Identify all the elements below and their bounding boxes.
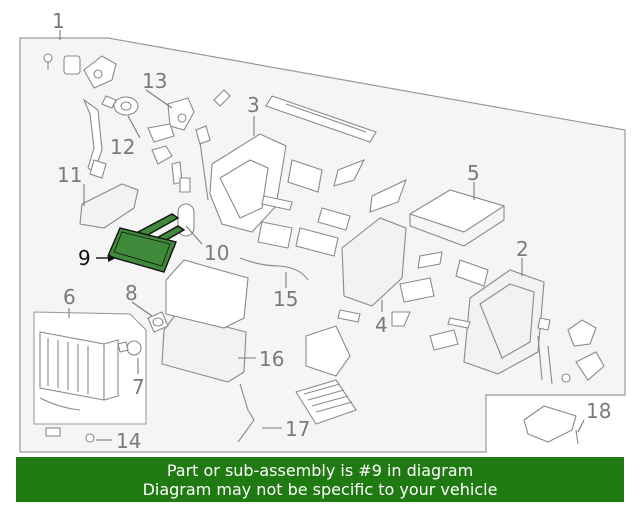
evaporator-part-6 [39,331,119,401]
callout-2: 2 [516,237,529,261]
right-small-parts [537,317,605,385]
callout-3: 3 [247,93,260,117]
callout-11: 11 [57,163,82,187]
leader-line-9 [96,254,116,262]
callout-14: 14 [116,429,141,453]
info-banner: Part or sub-assembly is #9 in diagram Di… [16,457,624,502]
filter-cover-part-5 [408,189,506,247]
lower-center-parts [305,309,471,377]
expansion-valve-part-7 [117,340,142,356]
callout-10: 10 [204,241,229,265]
callout-6: 6 [63,285,76,309]
callout-5: 5 [467,161,480,185]
drain-hose-part-17 [237,383,255,443]
callout-16: 16 [259,347,284,371]
mode-door-strip [265,95,377,143]
lower-case-part-16 [161,259,249,383]
callout-7: 7 [132,375,145,399]
hose-part-15 [239,257,309,281]
case-part-4 [341,217,489,307]
filter-part [295,379,357,425]
callout-13: 13 [142,69,167,93]
callout-8: 8 [125,281,138,305]
callout-4: 4 [375,313,388,337]
center-ducts [257,158,407,257]
callout-15: 15 [273,287,298,311]
grommet-part-8 [147,311,169,333]
callout-17: 17 [285,417,310,441]
small-parts [89,141,209,201]
screw-part [43,53,53,70]
banner-line-disclaimer: Diagram may not be specific to your vehi… [142,480,498,499]
callout-1: 1 [52,9,65,33]
heater-core-part-9 [107,213,186,273]
bracket-part-18 [523,405,579,445]
callout-9: 9 [78,246,91,270]
leader-lines [59,30,585,441]
duct-part-11 [79,183,139,229]
linkage-parts [82,89,231,173]
callout-18: 18 [586,399,611,423]
sensor-part-14 [39,397,95,443]
banner-line-part: Part or sub-assembly is #9 in diagram [166,461,474,480]
blower-housing-part-2 [463,269,545,375]
case-part-3 [209,133,287,233]
actuator-parts [63,55,117,89]
callout-12: 12 [110,135,135,159]
